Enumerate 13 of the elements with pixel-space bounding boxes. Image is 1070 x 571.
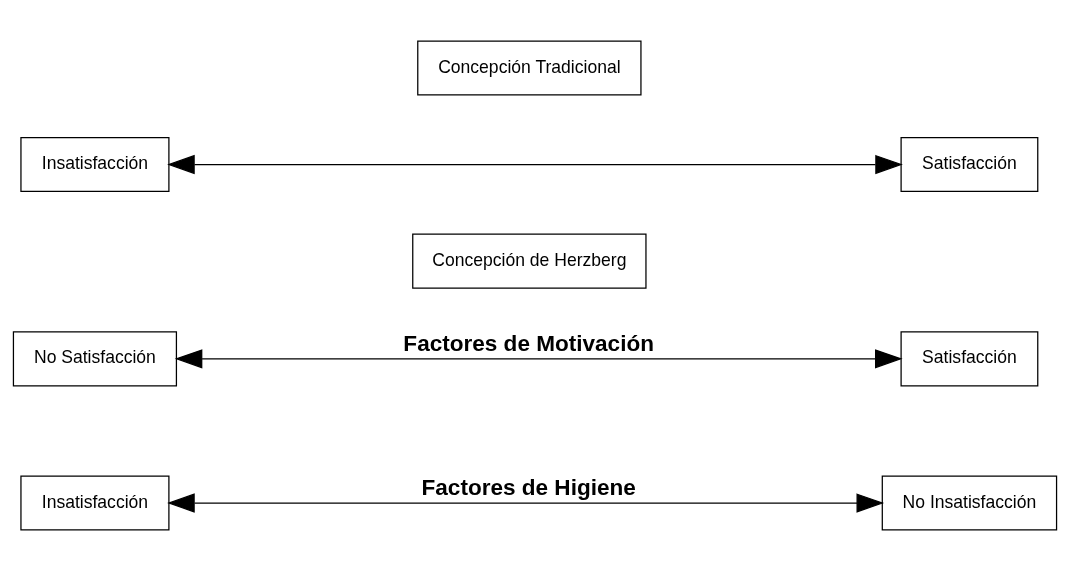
node-box: Concepción de Herzberg bbox=[412, 233, 647, 289]
node-box: Satisfacción bbox=[900, 136, 1039, 193]
arrow bbox=[167, 154, 903, 175]
edge-label: Factores de Motivación bbox=[403, 330, 654, 356]
edge-label: Factores de Higiene bbox=[421, 474, 636, 500]
node-box: No Insatisfacción bbox=[881, 475, 1058, 531]
node-box: No Satisfacción bbox=[12, 331, 178, 387]
node-box: Insatisfacción bbox=[20, 475, 170, 531]
node-box: Satisfacción bbox=[900, 331, 1039, 387]
node-box: Insatisfacción bbox=[20, 136, 170, 193]
arrow bbox=[174, 349, 903, 369]
arrow bbox=[167, 493, 885, 513]
node-box: Concepción Tradicional bbox=[417, 40, 642, 96]
